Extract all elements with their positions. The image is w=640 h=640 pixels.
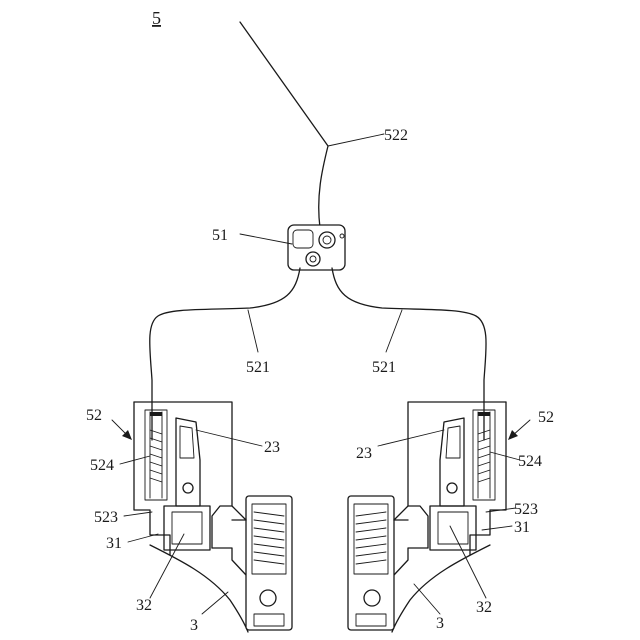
label-32-left: 32 xyxy=(136,597,152,614)
label-31-left: 31 xyxy=(106,535,122,552)
label-3-right: 3 xyxy=(436,615,444,632)
label-32-right: 32 xyxy=(476,599,492,616)
cable-521-right xyxy=(332,268,486,440)
leader-lines xyxy=(112,134,530,614)
label-51: 51 xyxy=(212,227,228,244)
label-524-left: 524 xyxy=(90,457,114,474)
label-523-left: 523 xyxy=(94,509,118,526)
label-23-right: 23 xyxy=(356,445,372,462)
spring-block-left xyxy=(246,496,292,630)
label-3-left: 3 xyxy=(190,617,198,634)
connector-51 xyxy=(288,225,345,270)
label-524-right: 524 xyxy=(518,453,542,470)
label-52-right: 52 xyxy=(538,409,554,426)
figure-number: 5 xyxy=(152,8,161,28)
latch-32-left xyxy=(164,418,210,550)
label-31-right: 31 xyxy=(514,519,530,536)
body-23-left xyxy=(134,402,232,548)
label-52-left: 52 xyxy=(86,407,102,424)
right-assembly xyxy=(348,402,506,632)
label-522: 522 xyxy=(384,127,408,144)
label-521-left: 521 xyxy=(246,359,270,376)
label-523-right: 523 xyxy=(514,501,538,518)
left-assembly xyxy=(134,402,292,632)
spring-524-left xyxy=(145,410,167,500)
label-23-left: 23 xyxy=(264,439,280,456)
cable-521-left xyxy=(150,268,300,440)
cable-522 xyxy=(240,22,328,248)
base-3-left xyxy=(150,545,248,632)
label-521-right: 521 xyxy=(372,359,396,376)
